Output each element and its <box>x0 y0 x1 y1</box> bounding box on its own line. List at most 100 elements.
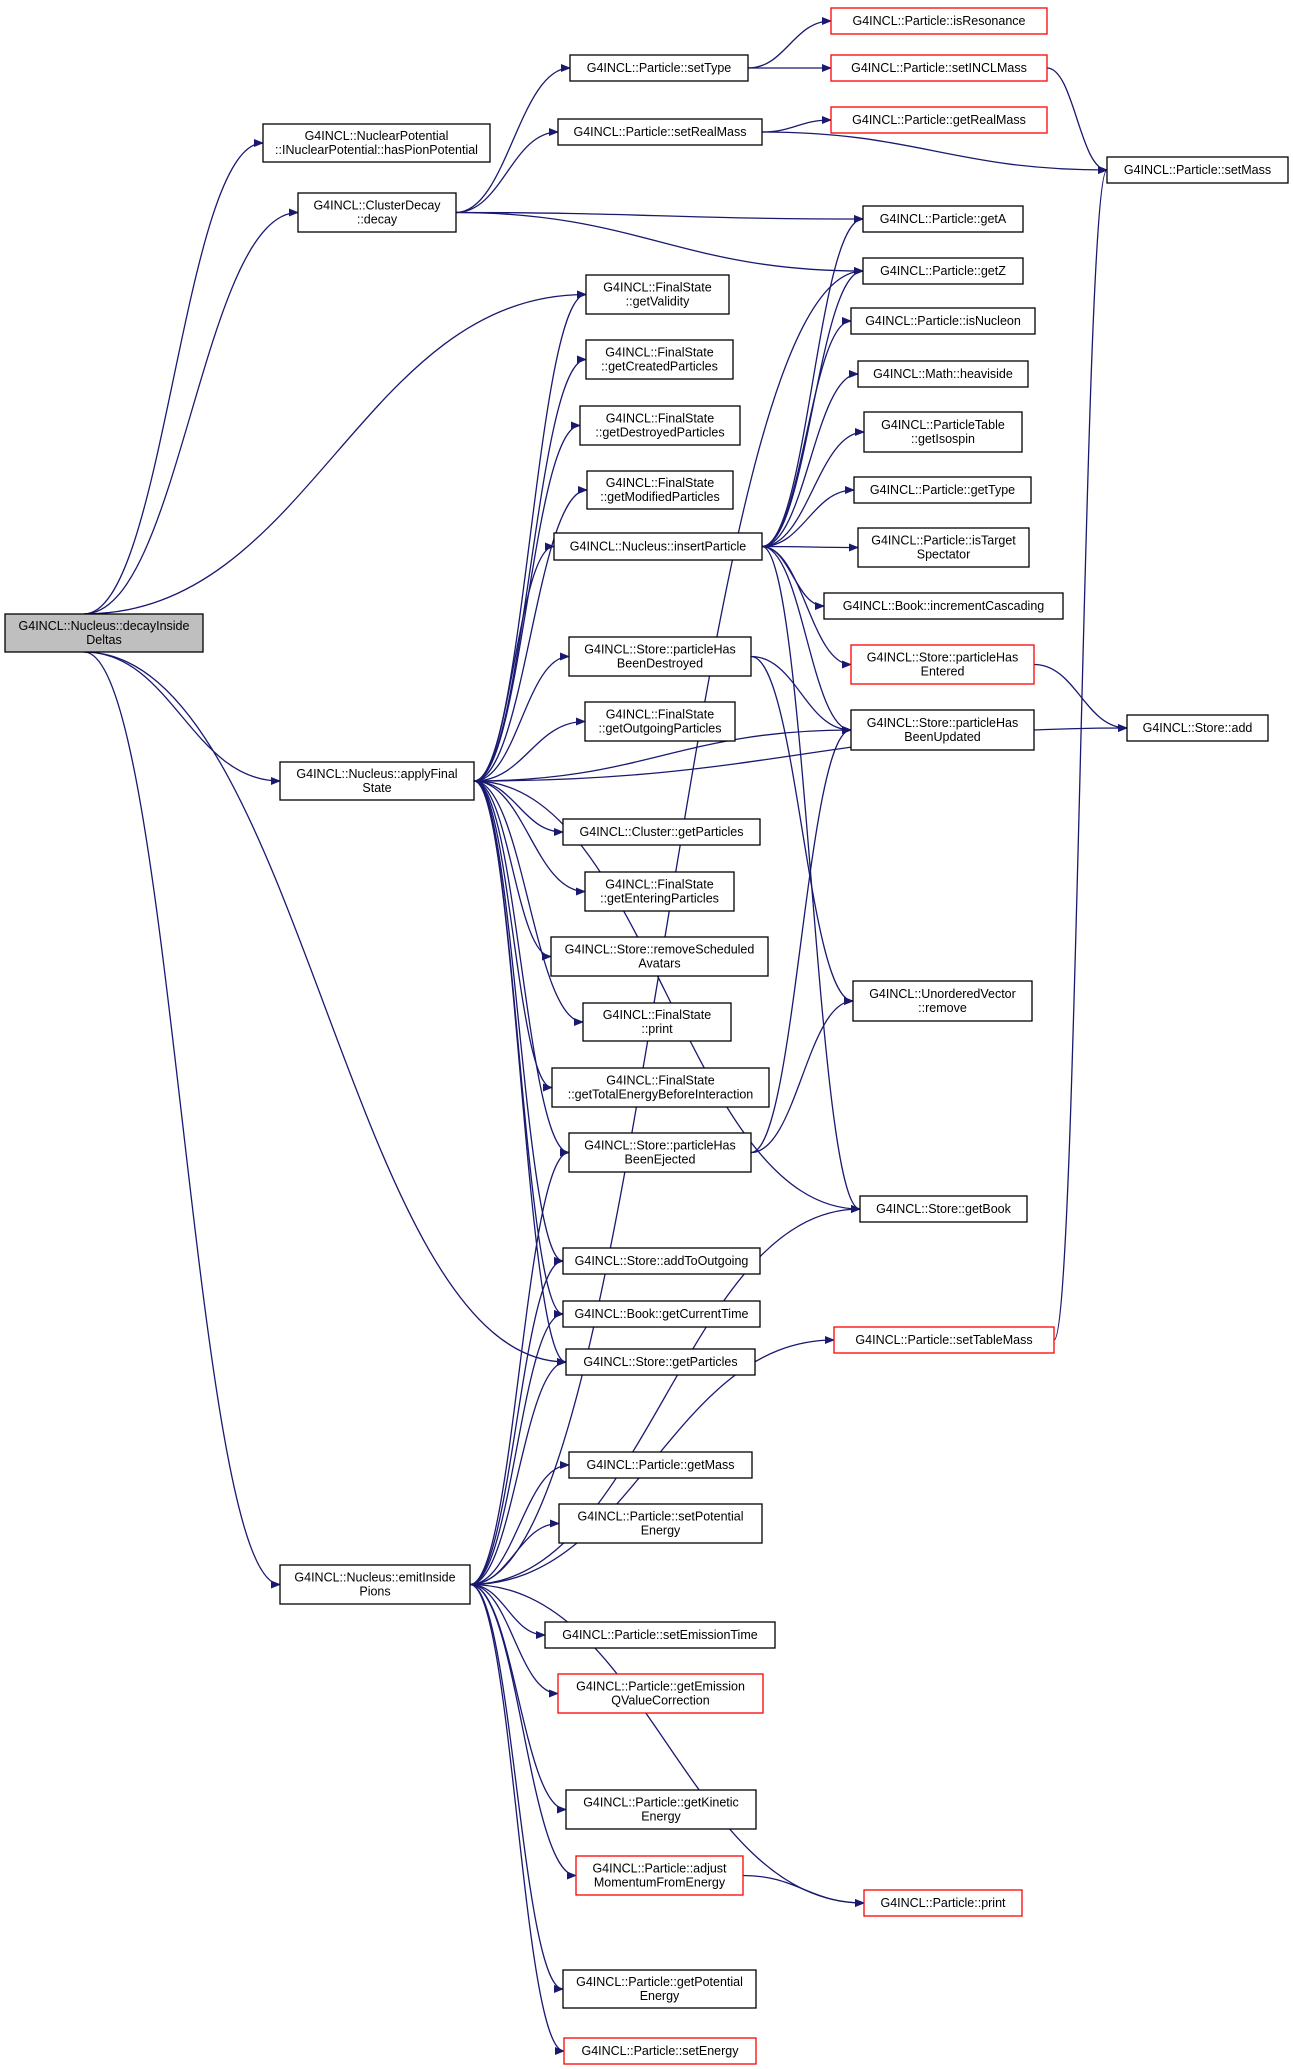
edge-emitInside-to-storeGetParticles <box>469 1358 567 1586</box>
node-box-isResonance <box>830 7 1048 35</box>
node-label-root-1: Deltas <box>86 633 121 647</box>
node-label-getValidity-0: G4INCL::FinalState <box>603 281 711 295</box>
node-label-hasBeenEjected-1: BeenEjected <box>625 1153 696 1167</box>
node-clusterDecay[interactable]: G4INCL::ClusterDecay::decay <box>297 192 457 233</box>
node-storeAdd[interactable]: G4INCL::Store::add <box>1126 714 1269 742</box>
node-setRealMass[interactable]: G4INCL::Particle::setRealMass <box>557 118 763 146</box>
node-particlePrint[interactable]: G4INCL::Particle::print <box>863 1889 1023 1917</box>
node-label-getEmissionQ-1: QValueCorrection <box>611 1694 709 1708</box>
edge-applyFinal-to-getModified <box>473 486 588 782</box>
node-hasPion[interactable]: G4INCL::NuclearPotential::INuclearPotent… <box>262 123 491 163</box>
node-box-getTotalEnergy <box>551 1067 770 1108</box>
node-getCreated[interactable]: G4INCL::FinalState::getCreatedParticles <box>585 339 734 380</box>
node-label-fsPrint-0: G4INCL::FinalState <box>603 1008 711 1022</box>
node-getType[interactable]: G4INCL::Particle::getType <box>853 476 1032 504</box>
node-box-isTargetSpectator <box>857 527 1030 568</box>
edge-insertParticle-to-getIsospin <box>761 428 865 548</box>
node-label-hasBeenDestroyed-0: G4INCL::Store::particleHas <box>584 643 735 657</box>
node-getZ[interactable]: G4INCL::Particle::getZ <box>862 257 1024 285</box>
node-box-getZ <box>862 257 1024 285</box>
node-box-getValidity <box>585 274 730 315</box>
node-insertParticle[interactable]: G4INCL::Nucleus::insertParticle <box>553 532 763 561</box>
node-label-hasBeenDestroyed-1: BeenDestroyed <box>617 657 703 671</box>
node-setTableMass[interactable]: G4INCL::Particle::setTableMass <box>833 1326 1055 1354</box>
node-box-isNucleon <box>850 307 1036 335</box>
node-label-getType-0: G4INCL::Particle::getType <box>870 483 1015 497</box>
node-getIsospin[interactable]: G4INCL::ParticleTable::getIsospin <box>863 411 1023 453</box>
node-setType[interactable]: G4INCL::Particle::setType <box>569 54 749 82</box>
node-label-removeScheduled-0: G4INCL::Store::removeScheduled <box>565 943 755 957</box>
node-addToOutgoing[interactable]: G4INCL::Store::addToOutgoing <box>562 1247 761 1275</box>
edge-insertParticle-to-getBook <box>761 545 861 1213</box>
node-label-getZ-0: G4INCL::Particle::getZ <box>880 264 1006 278</box>
node-label-setRealMass-0: G4INCL::Particle::setRealMass <box>574 125 747 139</box>
node-getBook[interactable]: G4INCL::Store::getBook <box>859 1195 1028 1223</box>
node-getValidity[interactable]: G4INCL::FinalState::getValidity <box>585 274 730 315</box>
node-getDestroyed[interactable]: G4INCL::FinalState::getDestroyedParticle… <box>579 405 741 446</box>
edge-insertParticle-to-getA <box>761 215 864 548</box>
node-label-getValidity-1: ::getValidity <box>626 295 690 309</box>
node-getOutgoing[interactable]: G4INCL::FinalState::getOutgoingParticles <box>584 701 736 742</box>
node-box-setRealMass <box>557 118 763 146</box>
edge-insertParticle-to-getType <box>761 486 855 548</box>
node-setEmissionTime[interactable]: G4INCL::Particle::setEmissionTime <box>544 1621 776 1649</box>
node-label-getKinetic-1: Energy <box>641 1810 681 1824</box>
edge-insertParticle-to-hasBeenUpdated <box>761 545 852 734</box>
node-label-setEmissionTime-0: G4INCL::Particle::setEmissionTime <box>562 1628 757 1642</box>
node-adjustMomentum[interactable]: G4INCL::Particle::adjustMomentumFromEner… <box>575 1855 744 1896</box>
node-label-getCreated-0: G4INCL::FinalState <box>605 346 713 360</box>
node-label-hasBeenEjected-0: G4INCL::Store::particleHas <box>584 1139 735 1153</box>
node-box-getIsospin <box>863 411 1023 453</box>
edge-emitInside-to-addToOutgoing <box>469 1257 564 1586</box>
node-label-clusterDecay-1: ::decay <box>357 213 398 227</box>
node-getEntering[interactable]: G4INCL::FinalState::getEnteringParticles <box>584 871 735 912</box>
node-getCurrentTime[interactable]: G4INCL::Book::getCurrentTime <box>562 1300 761 1328</box>
node-storeGetParticles[interactable]: G4INCL::Store::getParticles <box>565 1348 756 1376</box>
node-uvRemove[interactable]: G4INCL::UnorderedVector::remove <box>852 980 1033 1022</box>
node-setINCLMass[interactable]: G4INCL::Particle::setINCLMass <box>830 54 1048 82</box>
node-getMass[interactable]: G4INCL::Particle::getMass <box>568 1451 753 1479</box>
node-isNucleon[interactable]: G4INCL::Particle::isNucleon <box>850 307 1036 335</box>
node-getTotalEnergy[interactable]: G4INCL::FinalState::getTotalEnergyBefore… <box>551 1067 770 1108</box>
edge-applyFinal-to-storeGetParticles <box>473 780 567 1366</box>
edge-setTableMass-to-setMass <box>1053 166 1108 1341</box>
edge-applyFinal-to-getEntering <box>473 780 586 896</box>
node-getRealMass[interactable]: G4INCL::Particle::getRealMass <box>830 106 1048 134</box>
edge-applyFinal-to-getCreated <box>473 355 587 782</box>
node-getEmissionQ[interactable]: G4INCL::Particle::getEmissionQValueCorre… <box>557 1673 764 1714</box>
node-box-fsPrint <box>582 1002 732 1042</box>
node-getModified[interactable]: G4INCL::FinalState::getModifiedParticles <box>586 470 734 510</box>
edge-hasEntered-to-storeAdd <box>1033 663 1128 732</box>
edge-emitInside-to-setEmissionTime <box>469 1583 546 1639</box>
node-fsPrint[interactable]: G4INCL::FinalState::print <box>582 1002 732 1042</box>
edge-hasBeenDestroyed-to-uvRemove <box>750 655 854 1005</box>
edge-clusterDecay-to-getA <box>455 211 864 223</box>
node-box-setEmissionTime <box>544 1621 776 1649</box>
node-clusterGetParticles[interactable]: G4INCL::Cluster::getParticles <box>562 818 761 846</box>
node-setMass[interactable]: G4INCL::Particle::setMass <box>1106 156 1289 184</box>
node-box-getEmissionQ <box>557 1673 764 1714</box>
node-isResonance[interactable]: G4INCL::Particle::isResonance <box>830 7 1048 35</box>
edge-emitInside-to-getCurrentTime <box>469 1310 564 1586</box>
node-box-getRealMass <box>830 106 1048 134</box>
node-heaviside[interactable]: G4INCL::Math::heaviside <box>857 360 1029 388</box>
node-label-uvRemove-0: G4INCL::UnorderedVector <box>869 987 1016 1001</box>
node-box-root <box>4 613 204 653</box>
node-box-getDestroyed <box>579 405 741 446</box>
node-incrementCascading[interactable]: G4INCL::Book::incrementCascading <box>823 592 1064 620</box>
node-box-emitInside <box>279 1564 471 1605</box>
node-setEnergy[interactable]: G4INCL::Particle::setEnergy <box>563 2037 757 2065</box>
node-getA[interactable]: G4INCL::Particle::getA <box>862 205 1024 233</box>
